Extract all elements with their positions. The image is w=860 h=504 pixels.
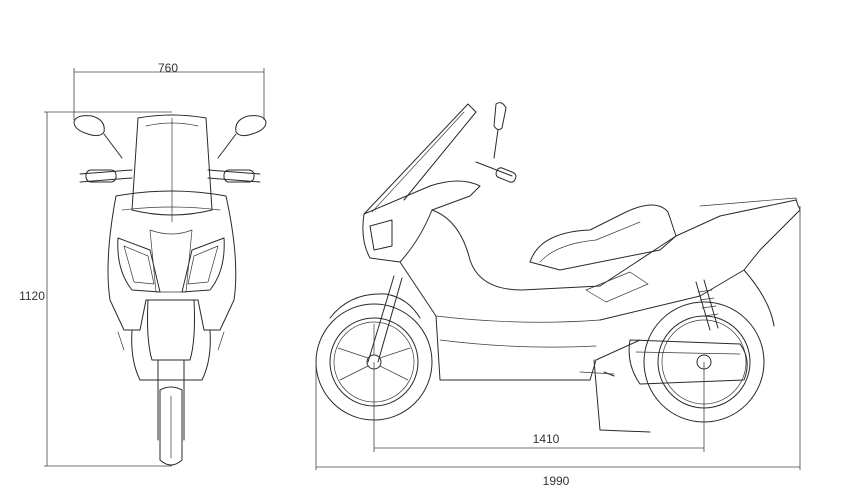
front-view-scooter bbox=[73, 114, 267, 466]
overall-length-dimension: 1990 bbox=[315, 206, 801, 488]
front-height-dimension: 1120 bbox=[19, 111, 172, 467]
wheelbase-label: 1410 bbox=[533, 432, 560, 446]
side-view-scooter bbox=[315, 102, 801, 433]
wheelbase-dimension: 1410 bbox=[373, 362, 705, 452]
front-width-label: 760 bbox=[158, 61, 178, 75]
front-height-label: 1120 bbox=[19, 289, 45, 303]
overall-length-label: 1990 bbox=[543, 474, 570, 488]
front-width-dimension: 760 bbox=[73, 61, 265, 120]
